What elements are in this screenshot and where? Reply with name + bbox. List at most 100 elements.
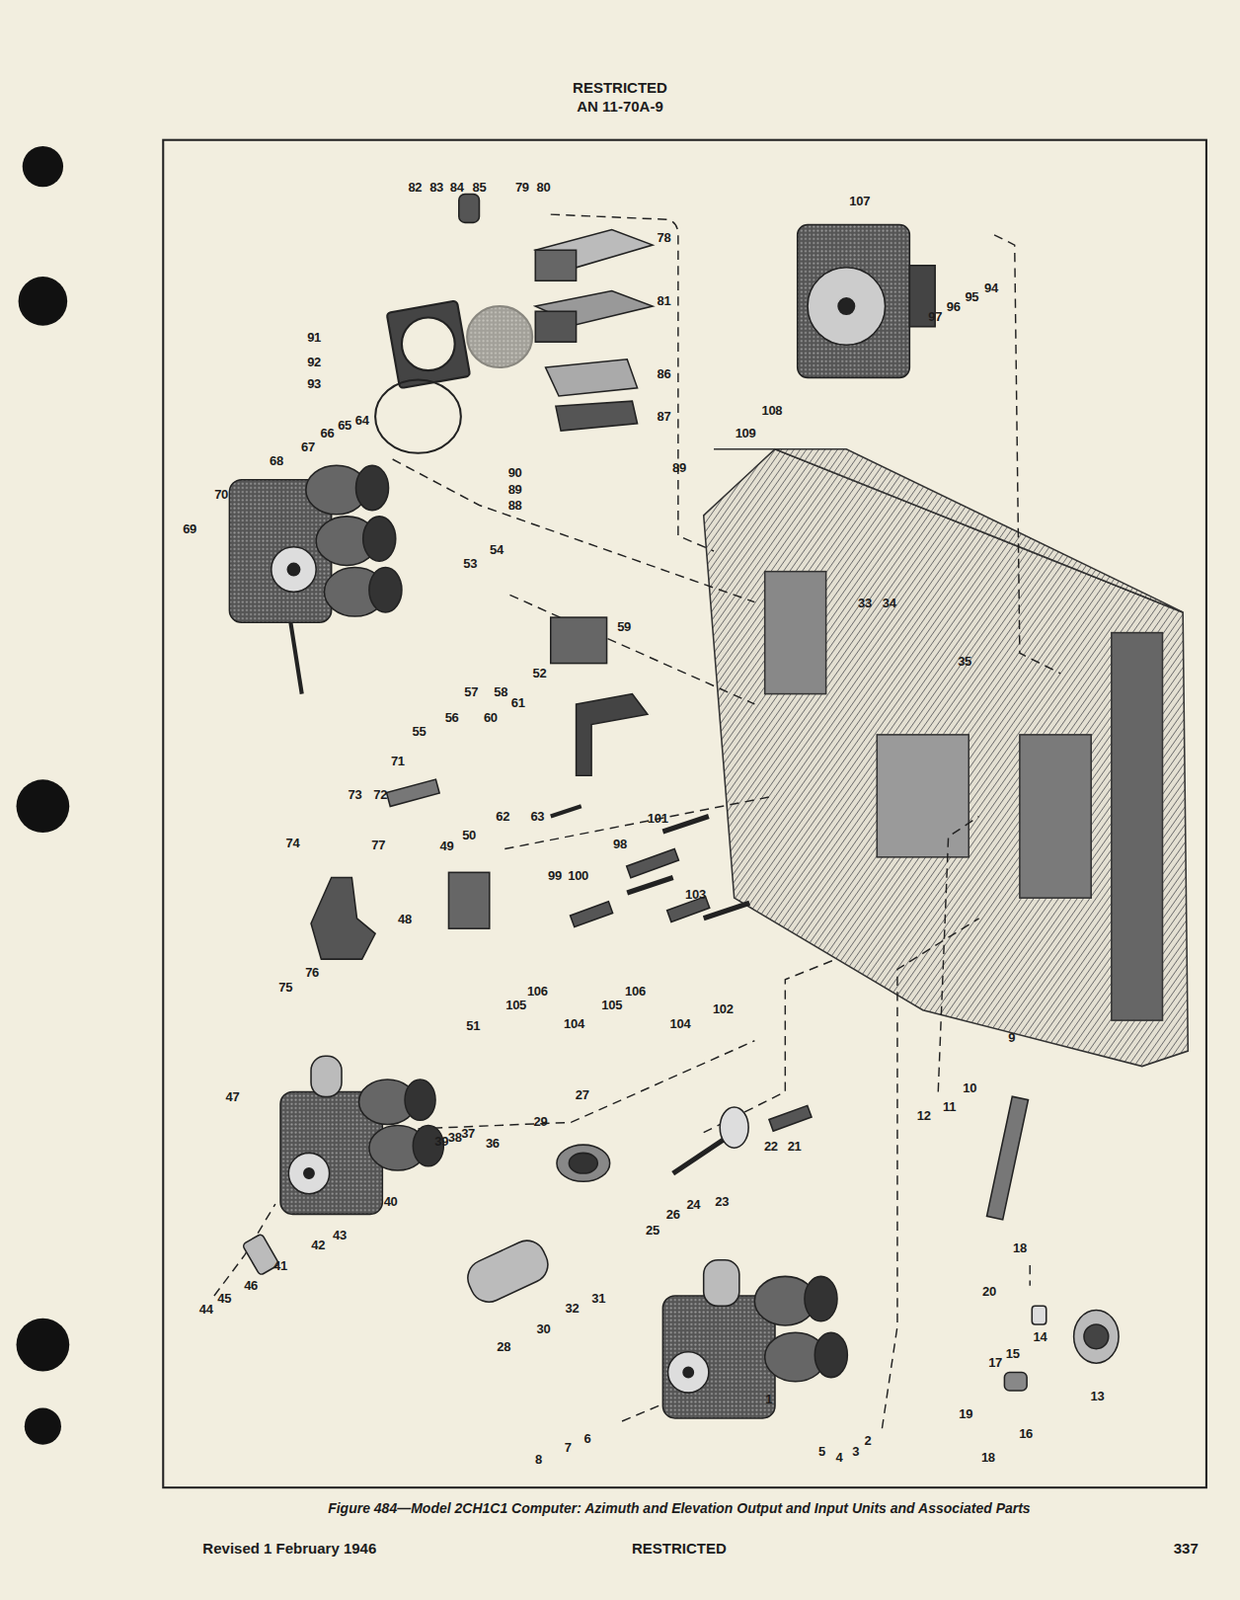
- callout-number: 91: [307, 329, 321, 343]
- callout-number: 33: [857, 596, 872, 610]
- callout-number: 37: [461, 1125, 475, 1139]
- callout-number: 90: [508, 465, 523, 479]
- callout-number: 99: [547, 868, 562, 882]
- callout-number: 82: [407, 180, 422, 194]
- callout-number: 74: [286, 836, 301, 850]
- callout-number: 88: [508, 498, 523, 512]
- callout-number: 27: [575, 1087, 590, 1101]
- callout-number: 12: [917, 1107, 931, 1121]
- callout-number: 56: [445, 710, 460, 724]
- callout-number: 83: [429, 180, 444, 194]
- callout-number: 109: [735, 425, 757, 439]
- callout-number: 87: [656, 409, 671, 423]
- callout-number: 93: [307, 377, 321, 390]
- callout-number: 18: [981, 1449, 996, 1463]
- callout-number: 17: [988, 1354, 1003, 1368]
- callout-number: 7: [564, 1439, 572, 1453]
- callout-number: 51: [465, 1018, 480, 1032]
- callout-number: 76: [305, 965, 319, 979]
- callout-number: 94: [984, 281, 999, 295]
- callout-number: 89: [508, 481, 523, 495]
- callout-number: 97: [928, 310, 942, 323]
- callout-number: 47: [226, 1089, 240, 1103]
- callout-number: 3: [852, 1443, 859, 1457]
- callout-number: 102: [712, 1001, 734, 1014]
- callout-number: 106: [527, 983, 548, 997]
- callout-number: 42: [310, 1238, 325, 1251]
- callout-number: 21: [787, 1138, 802, 1152]
- callout-number: 98: [613, 837, 627, 851]
- callout-number: 67: [301, 440, 315, 454]
- callout-number: 63: [530, 809, 544, 823]
- callout-number: 108: [761, 403, 782, 417]
- callout-number: 5: [818, 1443, 826, 1457]
- callout-number: 4: [836, 1449, 844, 1463]
- callout-number: 36: [485, 1135, 500, 1149]
- callout-number: 50: [462, 827, 476, 841]
- callout-number: 25: [645, 1222, 660, 1236]
- callout-number: 16: [1018, 1426, 1033, 1440]
- callout-number: 85: [472, 180, 487, 194]
- callout-number: 70: [214, 486, 229, 500]
- callout-number: 103: [685, 886, 706, 900]
- callout-number: 24: [686, 1196, 700, 1210]
- callout-number: 15: [1006, 1345, 1020, 1359]
- callout-number: 69: [182, 522, 197, 536]
- callout-number: 6: [583, 1431, 591, 1445]
- callout-number: 39: [434, 1133, 449, 1147]
- callout-number: 89: [672, 461, 687, 474]
- callout-number: 41: [273, 1257, 288, 1271]
- callout-number: 52: [532, 665, 546, 679]
- callout-number: 96: [946, 299, 961, 312]
- callout-number: 57: [464, 685, 478, 698]
- callout-number: 77: [371, 838, 386, 852]
- callout-number: 8: [535, 1452, 543, 1466]
- callout-number: 86: [656, 367, 671, 381]
- callout-number: 81: [656, 293, 671, 307]
- callout-number: 2: [864, 1433, 872, 1447]
- callout-number: 26: [666, 1207, 681, 1221]
- callout-number: 44: [199, 1302, 214, 1316]
- callout-number: 1: [765, 1392, 773, 1405]
- callout-number: 80: [537, 180, 551, 194]
- callout-number: 28: [496, 1339, 511, 1353]
- callout-number: 46: [243, 1278, 258, 1292]
- callout-number: 106: [624, 983, 646, 997]
- callout-number: 30: [537, 1320, 551, 1334]
- callout-number: 72: [373, 786, 388, 800]
- callout-number: 14: [1033, 1329, 1048, 1343]
- page-marking: Revised 1 February 1946: [202, 1539, 377, 1554]
- callout-number: 84: [450, 180, 465, 194]
- callout-number: 95: [964, 289, 979, 303]
- callout-number: 48: [397, 911, 412, 925]
- callout-number: 40: [384, 1193, 398, 1207]
- callout-number: 35: [957, 654, 972, 668]
- page-marking: AN 11-70A-9: [576, 98, 664, 114]
- callout-number: 101: [647, 811, 669, 825]
- callout-number: 58: [493, 685, 508, 698]
- callout-number: 45: [217, 1290, 232, 1304]
- callout-number: 75: [278, 979, 293, 993]
- figure-caption: Figure 484—Model 2CH1C1 Computer: Azimut…: [327, 1500, 1030, 1515]
- callout-number: 31: [591, 1290, 606, 1304]
- callout-number: 49: [439, 839, 454, 853]
- callout-number: 79: [515, 180, 530, 194]
- callout-number: 73: [348, 786, 363, 800]
- callout-number: 55: [412, 723, 427, 737]
- callout-number: 104: [563, 1015, 585, 1029]
- callout-number: 60: [483, 710, 498, 724]
- callout-number: 11: [942, 1098, 956, 1112]
- callout-number: 10: [962, 1081, 977, 1094]
- callout-number: 78: [656, 230, 671, 243]
- callout-number: 23: [714, 1193, 729, 1207]
- callout-number: 100: [567, 868, 589, 882]
- callout-number: 20: [982, 1283, 997, 1297]
- callout-number: 22: [764, 1138, 778, 1152]
- callout-number: 66: [320, 425, 335, 439]
- callout-number: 105: [505, 998, 527, 1011]
- callout-number: 64: [355, 412, 370, 426]
- callout-number: 43: [332, 1227, 347, 1240]
- page-marking: RESTRICTED: [631, 1539, 727, 1554]
